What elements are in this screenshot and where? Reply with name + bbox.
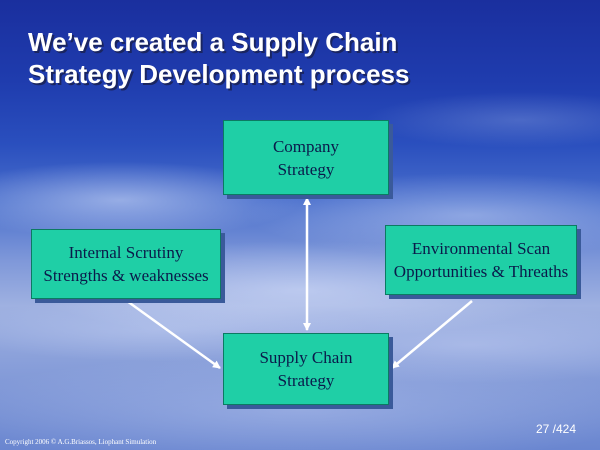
node-internal-scrutiny-line-2: Strengths & weaknesses (43, 266, 209, 285)
node-supply-chain-strategy-line-2: Strategy (277, 371, 335, 390)
page-number: 27 /424 (535, 422, 576, 436)
node-environmental-scan-line-1: Environmental Scan (411, 239, 551, 258)
node-environmental-scan: Environmental Scan Opportunities & Threa… (385, 225, 577, 295)
node-environmental-scan-line-2: Opportunities & Threaths (393, 262, 569, 281)
node-supply-chain-strategy: Supply Chain Strategy (223, 333, 389, 405)
copyright-notice: Copyright 2006 © A.G.Briassos, Liophant … (5, 438, 157, 446)
node-company-strategy-line-1: Company (272, 136, 340, 156)
node-company-strategy-line-2: Strategy (277, 159, 335, 179)
node-internal-scrutiny: Internal Scrutiny Strengths & weaknesses (31, 229, 221, 299)
node-internal-scrutiny-line-1: Internal Scrutiny (68, 243, 184, 262)
arrow-environmental-to-supply-chain (391, 300, 473, 369)
slide-title-line-1: We’ve created a Supply Chain (28, 27, 398, 57)
slide-title: We’ve created a Supply Chain Strategy De… (28, 26, 588, 90)
node-supply-chain-strategy-line-1: Supply Chain (259, 348, 353, 367)
slide-title-line-2: Strategy Development process (28, 59, 410, 89)
node-company-strategy: Company Strategy (223, 120, 389, 195)
arrow-internal-to-supply-chain (126, 299, 221, 370)
